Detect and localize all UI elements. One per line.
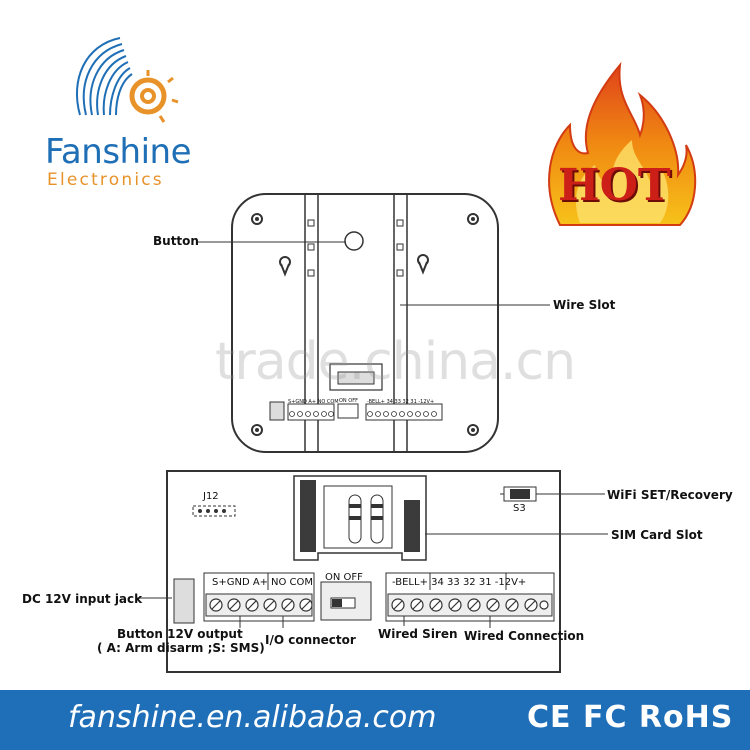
watermark-text: trade.china.cn — [215, 332, 576, 392]
top-terminal-text-left: S+GND A+ NO COM — [288, 399, 339, 405]
io-connector-label: I/O connector — [265, 633, 356, 647]
sim-card-slot-label: SIM Card Slot — [611, 528, 703, 542]
pcb-board-diagram — [166, 470, 561, 673]
pcb-terminal-left-label: S+GND A+ — [212, 577, 269, 588]
hot-flame-icon — [548, 61, 697, 226]
pcb-terminal-right-label: -BELL+ 34 33 32 31 -12V+ — [392, 577, 527, 588]
dc-input-jack-label: DC 12V input jack — [22, 592, 143, 606]
fanshine-logo-icon — [75, 37, 179, 123]
device-back-diagram — [231, 193, 499, 453]
brand-name: Fanshine — [45, 132, 192, 172]
hot-badge-text: HOT — [558, 160, 671, 211]
brand-subtitle: Electronics — [47, 170, 164, 190]
wired-connection-label: Wired Connection — [464, 629, 585, 643]
certification-marks: CE FC RoHS — [527, 700, 734, 735]
pcb-switch-label: ON OFF — [325, 572, 363, 583]
button-output-sub-label: ( A: Arm disarm ;S: SMS) — [97, 641, 265, 655]
button-output-label: Button 12V output — [117, 627, 243, 641]
wire-slot-label: Wire Slot — [553, 298, 616, 312]
wifi-set-recovery-label: WiFi SET/Recovery — [607, 488, 733, 502]
s3-label: S3 — [513, 503, 526, 514]
j12-label: J12 — [203, 491, 219, 502]
pcb-terminal-mid-label: NO COM — [271, 577, 314, 588]
wire-slot-leader-line — [400, 304, 550, 306]
top-terminal-text-right: -BELL+ 34 33 32 31 -12V+ — [367, 399, 435, 405]
button-label: Button — [153, 234, 199, 248]
footer-url[interactable]: fanshine.en.alibaba.com — [68, 700, 437, 735]
button-leader-line — [198, 241, 346, 243]
wired-siren-label: Wired Siren — [378, 627, 458, 641]
footer-bar — [0, 690, 750, 750]
pcb-leader-lines — [137, 493, 608, 628]
top-terminal-text-switch: ON OFF — [339, 398, 358, 404]
